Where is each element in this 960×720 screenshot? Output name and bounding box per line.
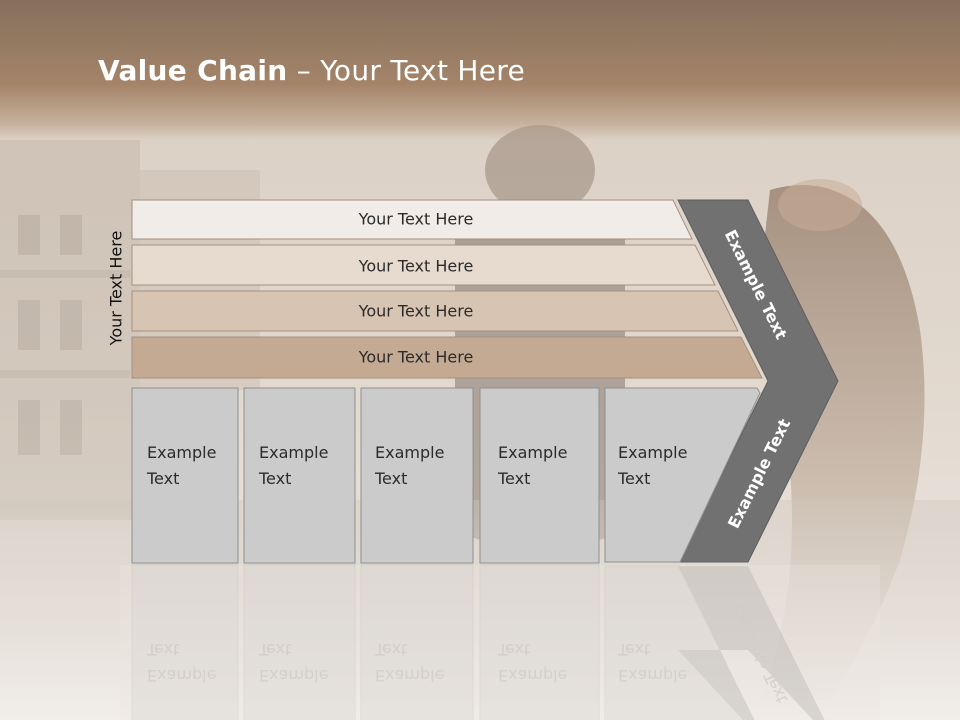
box-5-line2: Text	[617, 469, 650, 488]
reflection-box-4-line2: Text	[497, 640, 530, 659]
reflection-box-5-line1: Example	[618, 666, 687, 685]
row-bar-4	[131, 336, 763, 379]
row-bar-2	[131, 244, 716, 286]
title-bold: Value Chain	[98, 54, 288, 87]
box-4-line2: Text	[497, 469, 530, 488]
box-2	[243, 387, 356, 564]
box-4-line1: Example	[498, 443, 567, 462]
reflection-box-1	[131, 564, 239, 720]
reflection-fade	[120, 565, 880, 720]
reflection-box-2-line2: Text	[258, 640, 291, 659]
reflection-box-4-line1: Example	[498, 666, 567, 685]
box-3-line1: Example	[375, 443, 444, 462]
box-1-line2: Text	[146, 469, 179, 488]
rows: Your Text Here Your Text Here Your Text …	[131, 199, 763, 379]
box-3	[360, 387, 474, 564]
box-5-line1: Example	[618, 443, 687, 462]
row-label-1: Your Text Here	[358, 210, 474, 229]
box-1-line1: Example	[147, 443, 216, 462]
box-2-line1: Example	[259, 443, 328, 462]
reflection-box-3-line2: Text	[374, 640, 407, 659]
row-label-2: Your Text Here	[358, 257, 474, 276]
reflection: Example Text Example Text Example Text E…	[131, 564, 825, 720]
box-3-line2: Text	[374, 469, 407, 488]
box-1	[131, 387, 239, 564]
box-4	[479, 387, 600, 564]
row-label-3: Your Text Here	[358, 302, 474, 321]
page-title: Value Chain – Your Text Here	[98, 54, 525, 87]
reflection-box-1-line1: Example	[147, 666, 216, 685]
boxes: Example Text Example Text Example Text E…	[131, 387, 761, 564]
reflection-box-3-line1: Example	[375, 666, 444, 685]
row-label-4: Your Text Here	[358, 348, 474, 367]
title-rest: – Your Text Here	[287, 54, 526, 87]
reflection-box-3	[360, 564, 474, 720]
title-band	[0, 0, 960, 140]
reflection-chevron	[678, 566, 825, 720]
reflection-box-2	[243, 564, 356, 720]
box-2-line2: Text	[258, 469, 291, 488]
reflection-box-5-line2: Text	[617, 640, 650, 659]
row-bar-1	[131, 199, 693, 240]
reflection-box-2-line1: Example	[259, 666, 328, 685]
box-5	[604, 387, 761, 563]
reflection-box-4	[479, 564, 600, 720]
reflection-box-1-line2: Text	[146, 640, 179, 659]
chevron-arrow	[677, 199, 839, 563]
row-bar-3	[131, 290, 739, 332]
reflection-box-5	[604, 565, 754, 720]
